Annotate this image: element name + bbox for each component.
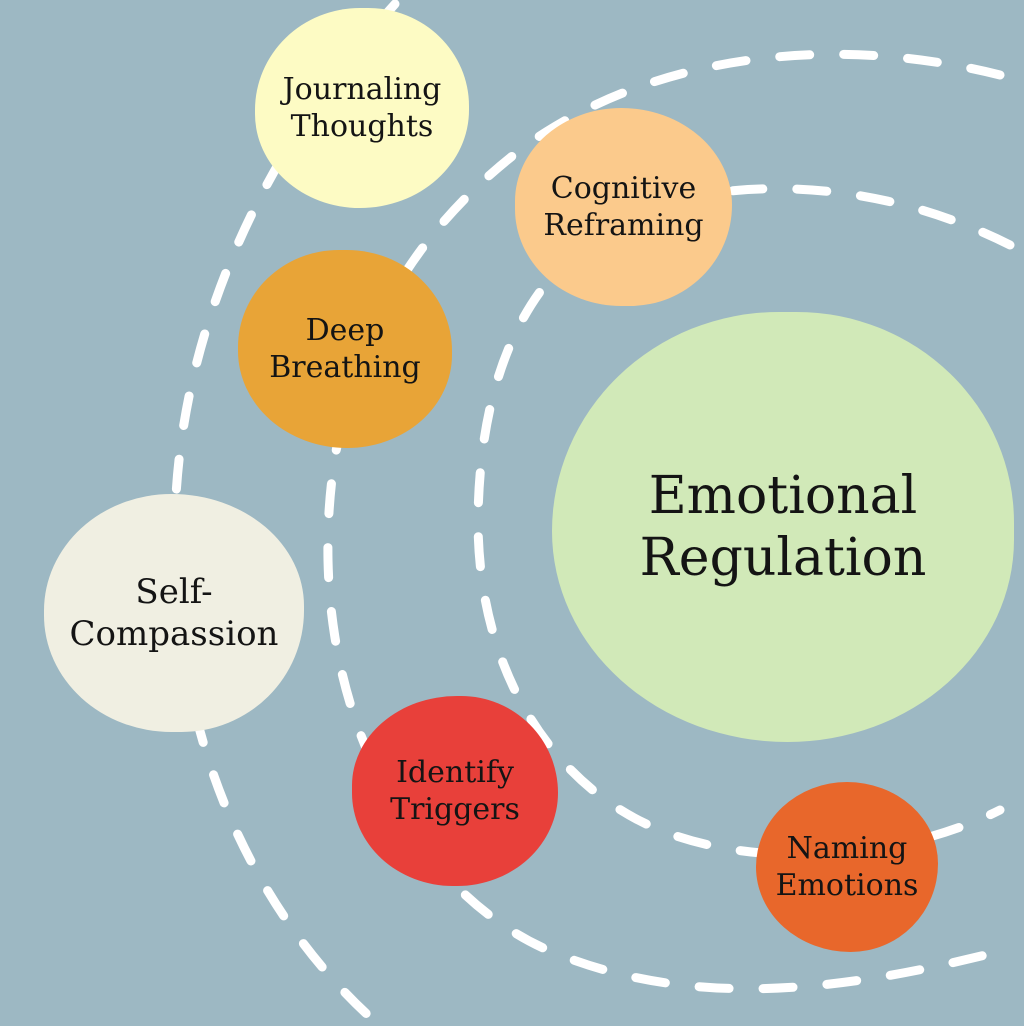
- node-identify-triggers: Identify Triggers: [352, 696, 558, 886]
- label-line: Breathing: [269, 350, 421, 385]
- node-self-compassion: Self- Compassion: [44, 494, 304, 732]
- label-line: Compassion: [69, 614, 279, 654]
- node-journaling-thoughts: Journaling Thoughts: [255, 8, 469, 208]
- node-label: Deep Breathing: [269, 312, 421, 387]
- label-line: Journaling: [282, 71, 442, 107]
- label-line: Emotional: [648, 465, 918, 526]
- node-label: Journaling Thoughts: [283, 71, 442, 146]
- node-label: Naming Emotions: [776, 830, 919, 905]
- label-line: Identify: [396, 754, 514, 790]
- label-line: Deep: [305, 312, 385, 348]
- label-line: Emotions: [775, 868, 919, 903]
- label-line: Regulation: [639, 528, 927, 588]
- node-cognitive-reframing: Cognitive Reframing: [515, 108, 732, 306]
- node-label: Identify Triggers: [390, 754, 520, 829]
- label-line: Triggers: [390, 792, 520, 827]
- middle-orbit-path: [323, 49, 1010, 994]
- label-line: Thoughts: [290, 109, 434, 144]
- label-line: Naming: [786, 830, 908, 866]
- node-deep-breathing: Deep Breathing: [238, 250, 452, 448]
- inner-orbit-path: [473, 184, 1015, 860]
- node-label: Cognitive Reframing: [543, 170, 703, 245]
- node-label: Emotional Regulation: [640, 465, 927, 590]
- label-line: Reframing: [543, 208, 704, 243]
- label-line: Self-: [135, 571, 213, 612]
- label-line: Cognitive: [550, 170, 697, 206]
- node-label: Self- Compassion: [70, 571, 279, 656]
- node-emotional-regulation: Emotional Regulation: [552, 312, 1014, 742]
- node-naming-emotions: Naming Emotions: [756, 782, 938, 952]
